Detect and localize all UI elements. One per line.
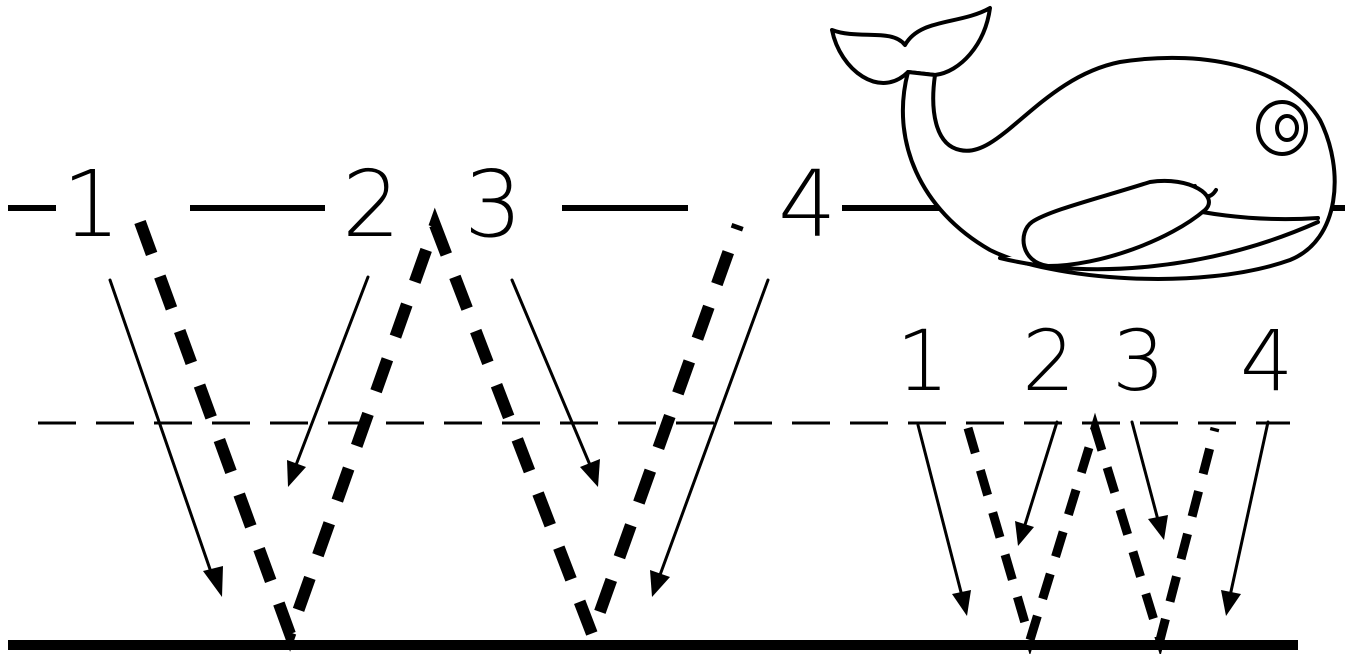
whale-pupil-icon xyxy=(1275,114,1299,142)
arrow-head-icon xyxy=(1015,521,1034,546)
small-stroke-number-2: 2 xyxy=(1022,312,1075,410)
big-arrow-4 xyxy=(650,278,770,597)
whale-flipper-icon xyxy=(1021,178,1211,268)
arrow-head-icon xyxy=(580,459,600,487)
arrow-head-icon xyxy=(287,460,306,487)
small-arrow-2 xyxy=(1015,420,1059,546)
big-letter-trace-path xyxy=(134,207,744,652)
whale-tail-icon xyxy=(830,6,992,85)
big-stroke-number-1: 1 xyxy=(62,151,121,258)
arrow-head-icon xyxy=(650,570,670,597)
small-arrow-3 xyxy=(1130,420,1168,540)
big-arrow-3 xyxy=(510,278,600,487)
small-stroke-number-1: 1 xyxy=(896,312,949,410)
big-stroke-number-2: 2 xyxy=(342,151,401,258)
big-arrow-1 xyxy=(108,278,223,597)
whale-body-icon xyxy=(900,55,1337,281)
small-letter-trace-path xyxy=(963,412,1220,654)
small-arrow-4 xyxy=(1221,420,1270,616)
arrow-head-icon xyxy=(203,566,223,597)
small-stroke-number-4: 4 xyxy=(1240,312,1293,410)
whale-icon xyxy=(830,6,1337,281)
big-stroke-number-4: 4 xyxy=(778,151,837,258)
arrow-head-icon xyxy=(1221,590,1241,616)
small-arrow-1 xyxy=(916,423,971,616)
arrow-head-icon xyxy=(952,590,971,616)
big-arrow-2 xyxy=(287,275,370,487)
big-stroke-number-3: 3 xyxy=(464,151,523,258)
small-stroke-number-3: 3 xyxy=(1112,312,1165,410)
arrow-head-icon xyxy=(1148,515,1168,540)
